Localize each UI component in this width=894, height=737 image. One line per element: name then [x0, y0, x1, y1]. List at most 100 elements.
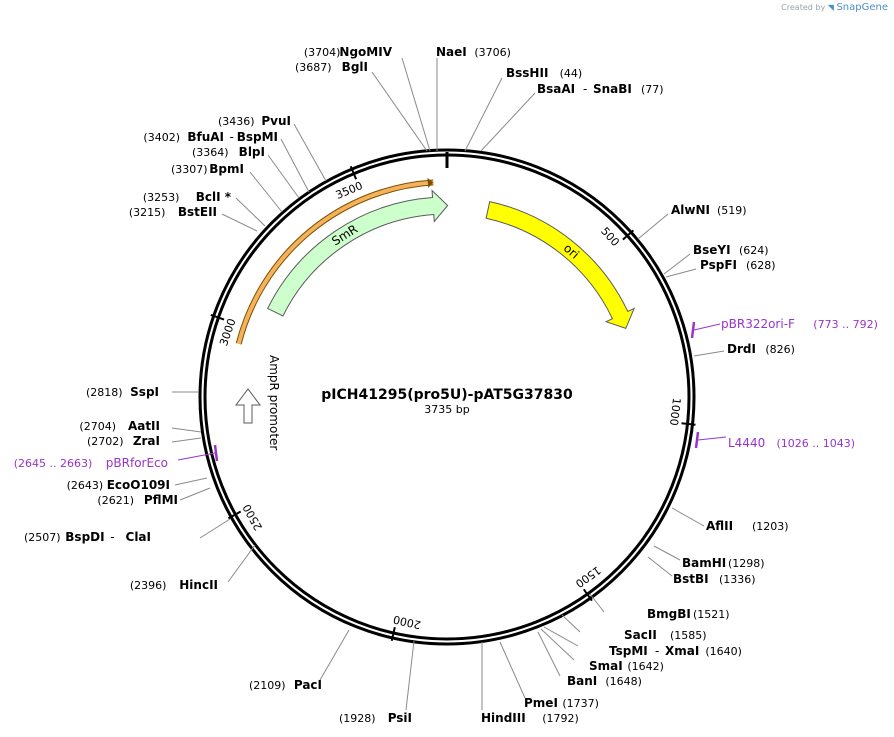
site-position: (1521)	[693, 608, 730, 621]
leader-line	[464, 77, 503, 152]
primer-name[interactable]: pBRforEco	[106, 456, 168, 470]
site-name[interactable]: PacI	[294, 678, 322, 692]
feature-ori[interactable]	[485, 201, 636, 330]
site-position: (1336)	[719, 573, 756, 586]
site-name[interactable]: PvuI	[261, 114, 291, 128]
site-name[interactable]: PspFI	[700, 258, 737, 272]
site-name[interactable]: BseYI	[693, 243, 731, 257]
tick-mark	[390, 626, 396, 642]
site-name[interactable]: AflII	[706, 519, 733, 533]
site-name[interactable]: BamHI	[682, 556, 726, 570]
site-name[interactable]: BssHII	[506, 66, 548, 80]
tick-mark	[227, 510, 242, 520]
leader-line	[199, 518, 231, 539]
site-separator: -	[230, 130, 234, 144]
leader-line	[537, 631, 561, 677]
site-position: (2818)	[86, 386, 123, 399]
site-name[interactable]: BstEII	[178, 205, 217, 219]
site-name[interactable]: PmeI	[524, 696, 558, 710]
site-position: (1298)	[728, 557, 765, 570]
primer-name[interactable]: pBR322ori-F	[721, 317, 795, 331]
tick-mark	[681, 422, 696, 426]
leader-line	[499, 641, 526, 699]
primer-name[interactable]: L4440	[728, 436, 765, 450]
primer-range: (773 .. 792)	[813, 318, 878, 331]
site-name[interactable]: BspMI	[237, 130, 278, 144]
site-name[interactable]: BlpI	[239, 145, 265, 159]
tick-label: 1000	[667, 397, 683, 426]
site-name[interactable]: EcoO109I	[107, 478, 170, 492]
tick-label: 500	[598, 225, 622, 249]
site-name[interactable]: BclI *	[196, 190, 232, 204]
site-name[interactable]: TspMI	[609, 644, 648, 658]
leader-line	[371, 71, 428, 152]
site-name[interactable]: ClaI	[126, 530, 151, 544]
site-position: (3215)	[129, 206, 166, 219]
plasmid-length: 3735 bp	[424, 403, 469, 416]
site-position: (3687)	[295, 61, 332, 74]
leader-line	[293, 123, 327, 182]
site-separator: -	[110, 530, 114, 544]
leader-line	[227, 544, 256, 583]
site-name[interactable]: BmgBI	[647, 607, 691, 621]
primer-mark[interactable]	[213, 444, 219, 462]
site-name[interactable]: BsaAI	[537, 82, 575, 96]
site-position: (1640)	[705, 645, 742, 658]
site-name[interactable]: BanI	[567, 674, 597, 688]
tick-label: 3000	[217, 317, 238, 348]
site-name[interactable]: HindIII	[481, 711, 526, 725]
site-name[interactable]: XmaI	[665, 644, 699, 658]
site-position: (3307)	[171, 163, 208, 176]
site-separator: -	[655, 644, 659, 658]
site-name[interactable]: BglI	[342, 60, 368, 74]
site-position: (2507)	[24, 531, 61, 544]
site-position: (2643)	[67, 479, 104, 492]
primer-mark[interactable]	[694, 431, 700, 449]
site-name[interactable]: NgoMIV	[339, 45, 392, 59]
site-name[interactable]: BstBI	[673, 572, 709, 586]
leader-line	[280, 138, 310, 193]
site-name[interactable]: HincII	[179, 578, 218, 592]
feature-smr[interactable]	[267, 189, 449, 317]
leader-line	[267, 154, 300, 199]
site-name[interactable]: PflMI	[144, 493, 178, 507]
site-name[interactable]: AatII	[128, 419, 160, 433]
leader-line	[543, 626, 579, 647]
site-name[interactable]: BpmI	[209, 162, 244, 176]
site-name[interactable]: SmaI	[589, 659, 623, 673]
leader-line	[171, 427, 202, 433]
site-position: (1203)	[752, 520, 789, 533]
leader-line	[174, 477, 208, 486]
site-name[interactable]: NaeI	[436, 45, 467, 59]
leader-lines	[171, 57, 727, 711]
backbone-outer	[198, 148, 696, 646]
leader-line	[653, 545, 681, 561]
site-name[interactable]: SnaBI	[593, 82, 632, 96]
site-name[interactable]: PsiI	[388, 711, 412, 725]
leader-line	[401, 57, 431, 152]
leader-line	[221, 213, 258, 232]
site-name[interactable]: BfuAI	[187, 130, 224, 144]
site-name[interactable]: BspDI	[65, 530, 104, 544]
tick-label: 2000	[392, 613, 422, 632]
tick-mark	[210, 314, 225, 321]
leader-line	[179, 487, 211, 501]
site-labels: NgoMIV(3704)BglI(3687)NaeI(3706)BssHII(4…	[14, 45, 878, 725]
site-position: (1928)	[339, 712, 376, 725]
primer-mark[interactable]	[690, 321, 696, 339]
site-position: (2109)	[249, 679, 286, 692]
site-separator: -	[583, 82, 587, 96]
snapgene-logo-icon: ◥	[827, 3, 834, 12]
site-name[interactable]: AlwNI	[671, 203, 710, 217]
leader-line	[480, 92, 536, 152]
site-position: (2621)	[97, 494, 134, 507]
site-position: (77)	[641, 83, 664, 96]
site-name[interactable]: DrdI	[727, 342, 756, 356]
feature-highlight[interactable]	[236, 180, 434, 345]
site-name[interactable]: SacII	[624, 628, 657, 642]
site-name[interactable]: ZraI	[133, 434, 160, 448]
site-name[interactable]: SspI	[130, 385, 159, 399]
feature-ampr-promoter[interactable]	[235, 388, 261, 424]
site-position: (624)	[739, 244, 769, 257]
site-position: (3402)	[143, 131, 180, 144]
